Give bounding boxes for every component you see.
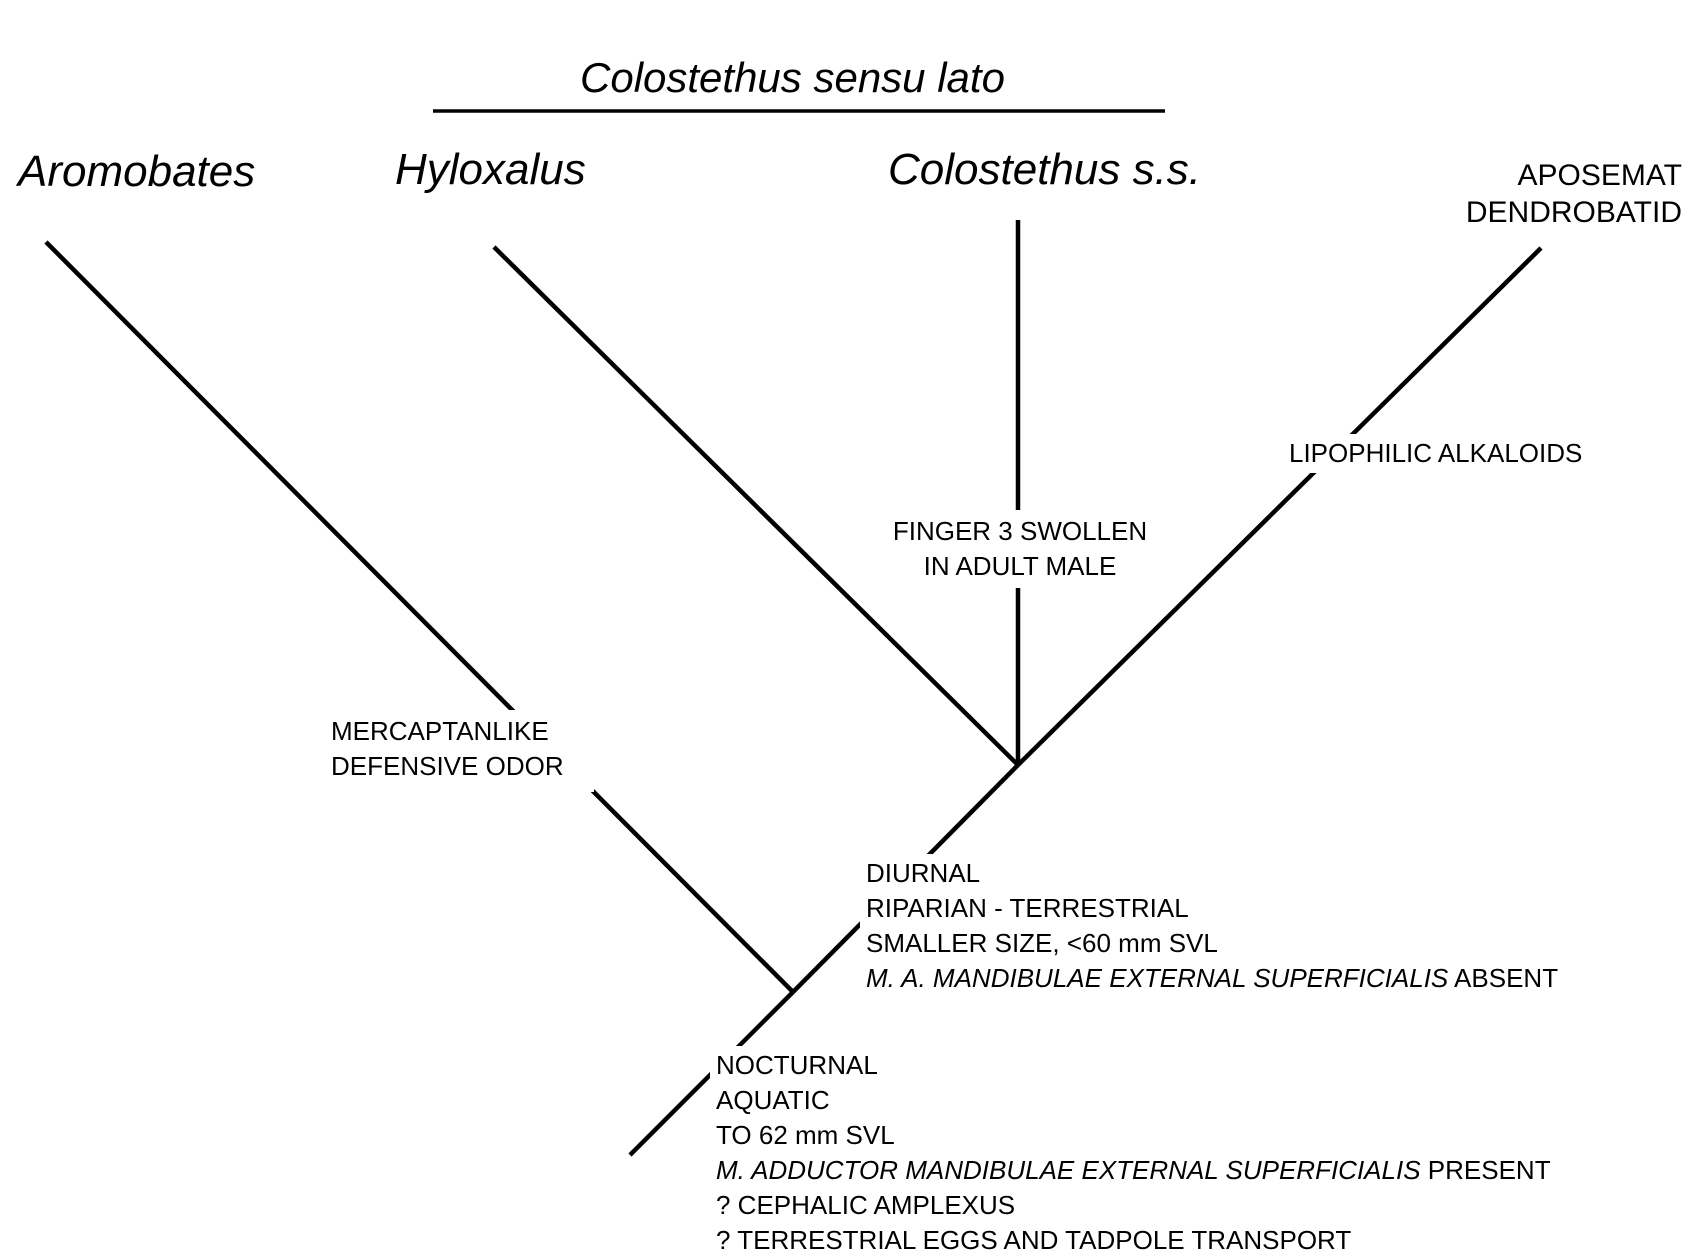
nocturnal-line-4-italic: M. ADDUCTOR MANDIBULAE EXTERNAL SUPERFIC…: [716, 1155, 1421, 1185]
nocturnal-line-2: AQUATIC: [716, 1085, 830, 1115]
diurnal-line-4-italic: M. A. MANDIBULAE EXTERNAL SUPERFICIALIS: [866, 963, 1449, 993]
branch-aposematic-dendrobatids: [1016, 246, 1543, 767]
taxon-hyloxalus: Hyloxalus: [395, 145, 586, 194]
diurnal-line-1: DIURNAL: [866, 858, 981, 888]
finger-line-1: FINGER 3 SWOLLEN: [892, 516, 1148, 546]
character-finger-swollen: FINGER 3 SWOLLEN IN ADULT MALE: [880, 510, 1160, 588]
nocturnal-line-6: ? TERRESTRIAL EGGS AND TADPOLE TRANSPORT: [716, 1225, 1352, 1255]
aposematic-line-1: APOSEMAT: [1517, 159, 1682, 192]
nocturnal-line-4: M. ADDUCTOR MANDIBULAE EXTERNAL SUPERFIC…: [716, 1153, 1551, 1188]
lipophilic-text: LIPOPHILIC ALKALOIDS: [1289, 438, 1583, 468]
character-mercaptanlike-odor: MERCAPTANLIKE DEFENSIVE ODOR: [325, 710, 594, 792]
taxon-aposematic-dendrobatids: APOSEMAT DENDROBATID: [1466, 157, 1682, 231]
diurnal-line-2: RIPARIAN - TERRESTRIAL: [866, 893, 1189, 923]
nocturnal-line-1: NOCTURNAL: [716, 1050, 878, 1080]
colostethus-sensu-lato-title: Colostethus sensu lato: [580, 54, 1005, 101]
taxon-colostethus-ss: Colostethus s.s.: [888, 145, 1202, 194]
mercaptan-line-1: MERCAPTANLIKE: [331, 716, 549, 746]
nocturnal-line-4-rest: PRESENT: [1420, 1155, 1551, 1185]
character-lipophilic-alkaloids: LIPOPHILIC ALKALOIDS: [1283, 434, 1589, 473]
nocturnal-line-3: TO 62 mm SVL: [716, 1120, 895, 1150]
nocturnal-line-5: ? CEPHALIC AMPLEXUS: [716, 1190, 1016, 1220]
diurnal-line-4-rest: ABSENT: [1448, 963, 1559, 993]
finger-line-2: IN ADULT MALE: [923, 551, 1117, 581]
diurnal-line-4: M. A. MANDIBULAE EXTERNAL SUPERFICIALIS …: [866, 961, 1558, 996]
taxon-aromobates: Aromobates: [18, 147, 256, 196]
branch-aromobates: [44, 240, 795, 994]
character-nocturnal-ancestral: NOCTURNAL AQUATIC TO 62 mm SVL M. ADDUCT…: [710, 1046, 1555, 1258]
character-diurnal-clade: DIURNAL RIPARIAN - TERRESTRIAL SMALLER S…: [860, 854, 1563, 1004]
mercaptan-line-2: DEFENSIVE ODOR: [331, 751, 564, 781]
aposematic-line-2: DENDROBATID: [1465, 196, 1682, 229]
diurnal-line-3: SMALLER SIZE, <60 mm SVL: [866, 928, 1218, 958]
branch-hyloxalus: [492, 245, 1020, 767]
